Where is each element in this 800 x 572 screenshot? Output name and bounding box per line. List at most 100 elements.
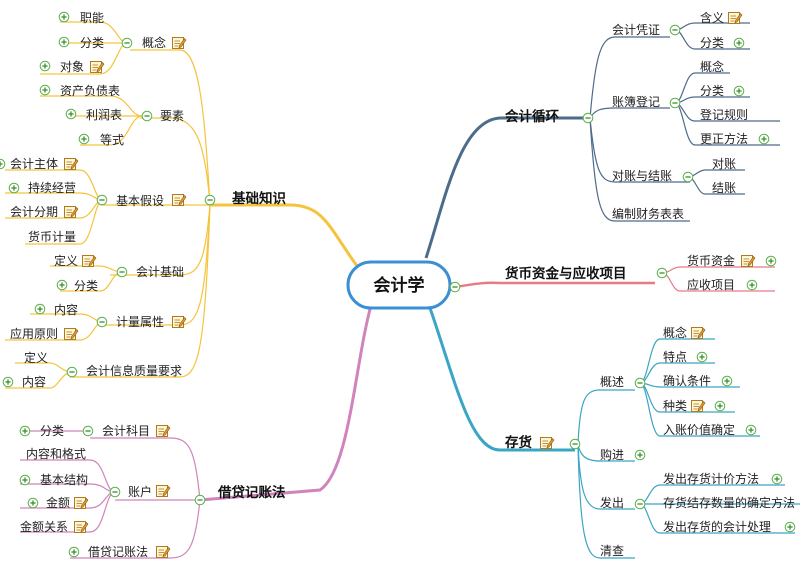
node-zhanghu[interactable]: 账户 (109, 484, 171, 499)
plus-circle-icon[interactable] (39, 60, 51, 72)
minus-circle-icon[interactable] (634, 498, 646, 510)
node-jiliangshuxing[interactable]: 计量属性 (96, 315, 187, 329)
minus-circle-icon[interactable] (194, 494, 206, 506)
node-fachujijia[interactable]: 发出存货计价方法 (663, 471, 783, 486)
minus-circle-icon[interactable] (634, 377, 646, 389)
plus-circle-icon[interactable] (758, 133, 770, 145)
branch-xunhuan[interactable]: 会计循环 (505, 108, 594, 125)
plus-circle-icon[interactable] (2, 376, 14, 388)
minus-circle-icon[interactable] (582, 112, 594, 124)
node-zhiliangyaoqiu[interactable]: 会计信息质量要求 (66, 363, 182, 378)
plus-circle-icon[interactable] (721, 375, 733, 387)
branch-cunhuo[interactable]: 存货 (505, 434, 581, 451)
node-fachukuaiji[interactable]: 发出存货的会计处理 (663, 519, 796, 534)
plus-circle-icon[interactable] (733, 37, 745, 49)
node-gaishu[interactable]: 概述 (600, 375, 646, 389)
node-jine[interactable]: 金额 (27, 495, 89, 510)
plus-circle-icon[interactable] (27, 497, 39, 509)
plus-circle-icon[interactable] (745, 424, 757, 436)
node-kuaijipingzheng[interactable]: 会计凭证 (612, 22, 681, 37)
node-jiedaijizhangfa[interactable]: 借贷记账法 (68, 545, 171, 559)
node-jineguanxi[interactable]: 金额关系 (20, 519, 89, 534)
plus-circle-icon[interactable] (58, 11, 70, 23)
plus-circle-icon[interactable] (0, 158, 6, 170)
node-neirong-1[interactable]: 内容 (34, 302, 78, 317)
plus-circle-icon[interactable] (771, 473, 783, 485)
node-gengzhengfangfa[interactable]: 更正方法 (700, 131, 770, 146)
minus-circle-icon[interactable] (669, 24, 681, 36)
minus-circle-icon[interactable] (682, 171, 694, 183)
node-fachu[interactable]: 发出 (600, 495, 646, 510)
plus-circle-icon[interactable] (733, 85, 745, 97)
node-jiezhang[interactable]: 结账 (712, 181, 736, 195)
node-kuaijikemu[interactable]: 会计科目 (82, 424, 171, 438)
plus-circle-icon[interactable] (65, 108, 77, 120)
node-jibenjiegou[interactable]: 基本结构 (19, 472, 88, 487)
minus-circle-icon[interactable] (82, 425, 94, 437)
minus-circle-icon[interactable] (96, 194, 108, 206)
minus-circle-icon[interactable] (116, 266, 128, 278)
plus-circle-icon[interactable] (19, 425, 31, 437)
node-neirong-2[interactable]: 内容 (2, 374, 46, 389)
node-dingyi-2[interactable]: 定义 (24, 350, 48, 365)
node-zhonglei[interactable]: 种类 (663, 399, 726, 413)
node-querentiaojian[interactable]: 确认条件 (663, 374, 733, 388)
node-yingyongyuanze[interactable]: 应用原则 (10, 326, 79, 341)
node-kuaijijichu[interactable]: 会计基础 (116, 265, 184, 279)
plus-circle-icon[interactable] (58, 36, 70, 48)
node-duizhang[interactable]: 对账 (712, 157, 736, 171)
node-zhangbudengji[interactable]: 账簿登记 (612, 94, 681, 109)
node-huobijiliang[interactable]: 货币计量 (28, 229, 76, 244)
minus-circle-icon[interactable] (669, 97, 681, 109)
node-tedian[interactable]: 特点 (663, 349, 708, 364)
node-lirunbiao[interactable]: 利润表 (65, 108, 122, 122)
minus-circle-icon[interactable] (656, 267, 668, 279)
minus-circle-icon[interactable] (66, 366, 78, 378)
branch-huobi[interactable]: 货币资金与应收项目 (449, 265, 668, 293)
plus-circle-icon[interactable] (714, 400, 726, 412)
node-yaosu[interactable]: 要素 (141, 109, 184, 123)
minus-circle-icon[interactable] (121, 37, 133, 49)
node-jiashe[interactable]: 基本假设 (96, 194, 187, 208)
node-gainian-3[interactable]: 概念 (663, 325, 706, 340)
plus-circle-icon[interactable] (34, 303, 46, 315)
node-gainian[interactable]: 概念 (121, 35, 187, 50)
minus-circle-icon[interactable] (449, 281, 461, 293)
node-duizhangyujiezhang[interactable]: 对账与结账 (612, 169, 694, 183)
node-jiecunshuliang[interactable]: 存货结存数量的确定方法 (663, 495, 795, 510)
minus-circle-icon[interactable] (569, 438, 581, 450)
node-ruzhangjiazhi[interactable]: 入账价值确定 (663, 422, 757, 437)
node-neirongyugeshi[interactable]: 内容和格式 (26, 446, 86, 461)
node-fenlei-3[interactable]: 分类 (19, 424, 64, 438)
minus-circle-icon[interactable] (96, 316, 108, 328)
node-duixiang[interactable]: 对象 (39, 60, 105, 74)
plus-circle-icon[interactable] (78, 133, 90, 145)
node-yingshouxiangmu[interactable]: 应收项目 (687, 277, 758, 292)
plus-circle-icon[interactable] (8, 182, 20, 194)
node-fenlei-4[interactable]: 分类 (700, 36, 745, 50)
plus-circle-icon[interactable] (39, 84, 51, 96)
node-fenlei-1[interactable]: 分类 (58, 36, 104, 50)
node-zichanfuzhai[interactable]: 资产负债表 (39, 84, 120, 98)
plus-circle-icon[interactable] (68, 546, 80, 558)
plus-circle-icon[interactable] (784, 521, 796, 533)
plus-circle-icon[interactable] (19, 474, 31, 486)
node-hanyi[interactable]: 含义 (700, 10, 743, 25)
branch-jiedai[interactable]: 借贷记账法 (194, 484, 286, 506)
node-huobizijin[interactable]: 货币资金 (687, 253, 777, 268)
node-kuaijifenqi[interactable]: 会计分期 (10, 205, 79, 219)
branch-jichu[interactable]: 基础知识 (204, 190, 286, 207)
plus-circle-icon[interactable] (746, 279, 758, 291)
plus-circle-icon[interactable] (634, 449, 646, 461)
node-dengjiguize[interactable]: 登记规则 (700, 107, 748, 122)
plus-circle-icon[interactable] (56, 279, 68, 291)
node-dingyi-1[interactable]: 定义 (54, 253, 97, 268)
minus-circle-icon[interactable] (109, 486, 121, 498)
node-qingcha[interactable]: 清查 (600, 544, 624, 558)
plus-circle-icon[interactable] (696, 351, 708, 363)
node-chixujingying[interactable]: 持续经营 (8, 180, 76, 195)
minus-circle-icon[interactable] (141, 110, 153, 122)
plus-circle-icon[interactable] (765, 255, 777, 267)
node-dengshi[interactable]: 等式 (78, 133, 124, 147)
node-fenlei-5[interactable]: 分类 (700, 84, 745, 98)
